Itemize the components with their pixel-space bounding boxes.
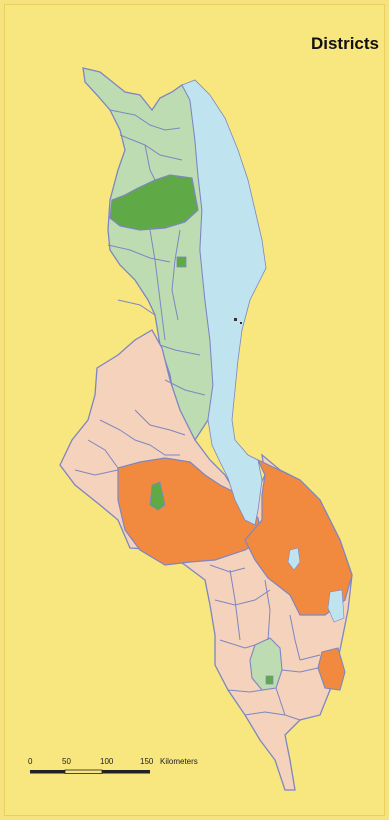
scale-unit-label: Kilometers xyxy=(160,757,198,766)
scale-segment-3 xyxy=(102,770,150,774)
district-highlight-green-north xyxy=(109,174,199,231)
district-island-green xyxy=(176,256,187,268)
district-highlight-orange-east xyxy=(244,458,353,616)
lake-malawi xyxy=(181,79,267,526)
scale-segment-1 xyxy=(30,770,65,774)
scale-tick-150: 150 xyxy=(140,757,154,766)
district-small-green-south xyxy=(265,675,274,685)
map-title: Districts xyxy=(310,34,379,53)
island-likoma xyxy=(234,318,237,321)
district-highlight-green-center xyxy=(149,481,166,511)
scale-tick-100: 100 xyxy=(100,757,114,766)
scale-bar: 0 50 100 150 Kilometers xyxy=(28,757,198,774)
scale-tick-50: 50 xyxy=(62,757,71,766)
island-chizumulu xyxy=(240,322,242,324)
scale-tick-0: 0 xyxy=(28,757,33,766)
scale-segment-2 xyxy=(64,769,103,774)
lake-small-south-2 xyxy=(327,589,345,623)
district-boundaries xyxy=(74,109,321,721)
lake-small-south-1 xyxy=(287,547,301,571)
